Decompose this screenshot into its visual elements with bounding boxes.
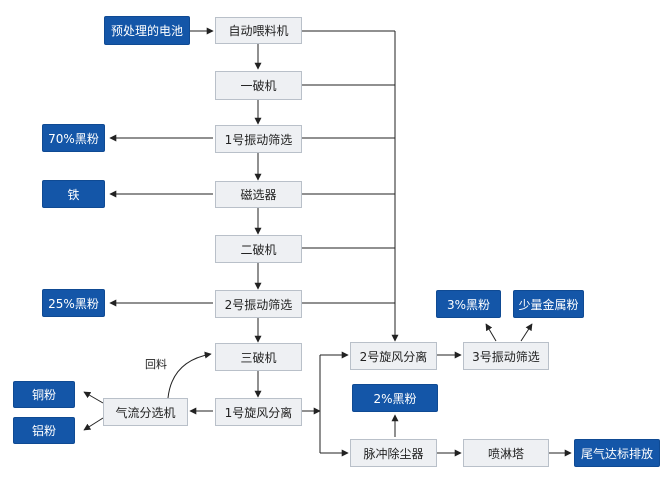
arrow-screen3-to-bp3 bbox=[485, 323, 497, 342]
air-classifier-node: 气流分选机 bbox=[103, 398, 188, 426]
crusher-3-node: 三破机 bbox=[215, 343, 302, 371]
arrow-screen3-to-metal bbox=[520, 323, 533, 342]
crusher-2-node: 二破机 bbox=[215, 235, 302, 263]
arrow-return-material bbox=[167, 351, 212, 399]
crusher-1-node: 一破机 bbox=[215, 71, 302, 100]
spray-tower-node: 喷淋塔 bbox=[463, 439, 549, 467]
small-metal-powder-node: 少量金属粉 bbox=[513, 290, 584, 318]
black-powder-25-node: 25%黑粉 bbox=[42, 289, 105, 317]
pulse-dust-collector-node: 脉冲除尘器 bbox=[350, 439, 437, 467]
vibrating-screen-1-node: 1号振动筛选 bbox=[215, 125, 302, 153]
vibrating-screen-3-node: 3号振动筛选 bbox=[463, 342, 549, 370]
copper-powder-node: 铜粉 bbox=[13, 381, 75, 408]
cyclone-1-node: 1号旋风分离 bbox=[215, 398, 302, 426]
arrow-classifier-to-aluminum bbox=[83, 417, 104, 431]
pretreated-battery-node: 预处理的电池 bbox=[104, 16, 190, 45]
black-powder-3-node: 3%黑粉 bbox=[436, 290, 501, 318]
exhaust-compliant-node: 尾气达标排放 bbox=[574, 439, 660, 467]
magnetic-separator-node: 磁选器 bbox=[215, 181, 302, 208]
black-powder-2-node: 2%黑粉 bbox=[352, 384, 438, 412]
vibrating-screen-2-node: 2号振动筛选 bbox=[215, 290, 302, 318]
auto-feeder-node: 自动喂料机 bbox=[215, 17, 302, 44]
arrow-classifier-to-copper bbox=[83, 391, 104, 404]
aluminum-powder-node: 铝粉 bbox=[13, 417, 75, 444]
cyclone-2-node: 2号旋风分离 bbox=[350, 342, 437, 370]
iron-node: 铁 bbox=[42, 180, 105, 208]
black-powder-70-node: 70%黑粉 bbox=[42, 124, 105, 152]
return-material-label: 回料 bbox=[145, 358, 167, 371]
